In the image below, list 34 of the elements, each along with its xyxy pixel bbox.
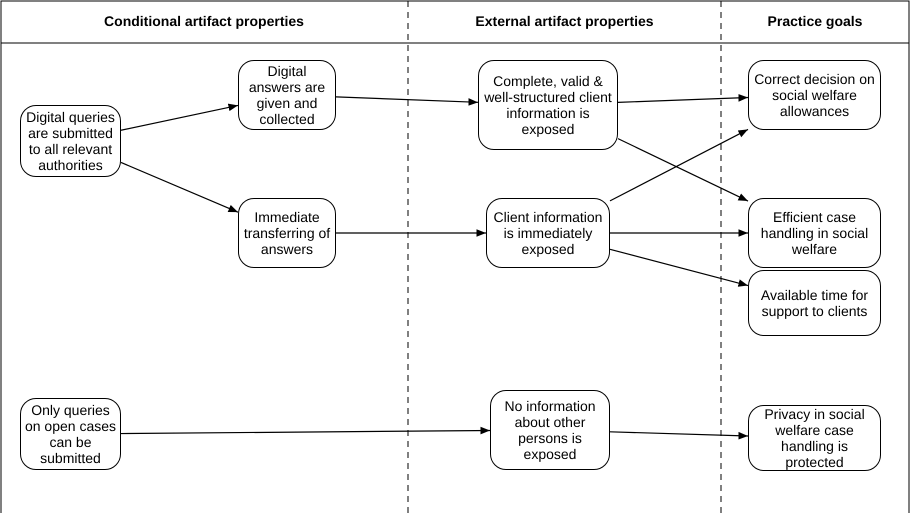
node-text: Only queries on open cases can be submitted [24,402,117,466]
rounded-box [478,60,618,150]
arrow [610,431,748,440]
arrow [610,248,748,287]
arrow [610,128,748,202]
arrow [336,96,478,106]
arrow [610,229,748,237]
rounded-box [748,405,881,471]
node-text: Correct decision on social welfare allowances [753,71,876,119]
column-heading: Practice goals [766,13,864,29]
arrow [618,94,748,103]
node-text: Privacy in social welfare case handling is protected [763,406,866,470]
node-text: No information about other persons is exposed [503,398,597,462]
node-text: Digital answers are given and collected [248,63,326,127]
node-text: Efficient case handling in social welfare [760,209,870,257]
rounded-box [238,198,336,268]
node-text: Digital queries are submitted to all relevant authorities [25,109,116,173]
arrow [121,426,490,434]
rounded-box [748,270,881,336]
arrow [618,138,748,202]
rounded-box [748,198,881,268]
node-text: Complete, valid & well-structured client information is exposed [483,73,613,137]
rounded-box [490,390,610,470]
arrow [120,162,238,213]
node-text: Available time for support to clients [760,287,870,319]
arrow [120,104,238,131]
node-text: Immediate transferring of answers [242,209,332,257]
rounded-box [238,60,336,130]
rounded-box [486,198,610,268]
arrow [336,229,486,237]
node-text: Client information is immediately exposed [492,209,604,257]
column-heading: Conditional artifact properties [103,13,305,29]
column-heading: External artifact properties [474,13,655,29]
rounded-box [748,60,881,130]
